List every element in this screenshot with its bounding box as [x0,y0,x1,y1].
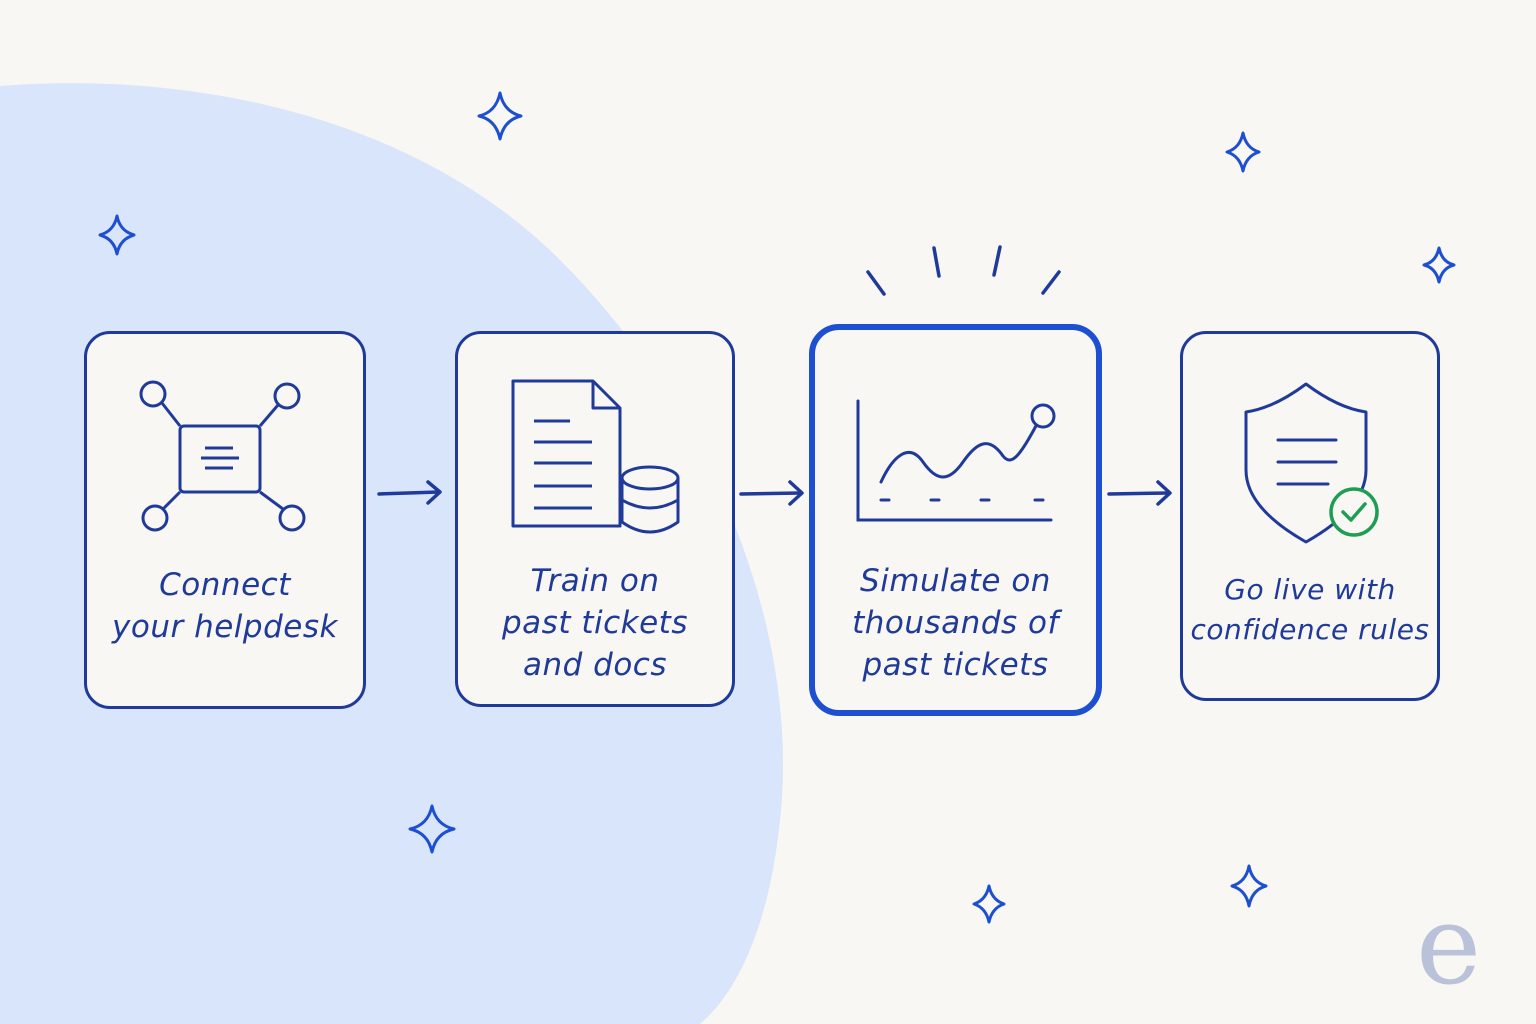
sparkle-icon [408,804,456,854]
sparkle-icon [972,884,1006,924]
sparkle-icon [477,91,523,141]
step-label: Train on past tickets and docs [458,560,732,686]
step-label-line: Connect [159,567,291,603]
sparkle-icon [98,214,136,256]
step-card-connect: Connect your helpdesk [84,331,366,709]
step-label: Go live with confidence rules [1183,570,1437,650]
sparkle-icon [1230,864,1268,908]
arrow-right-icon [739,480,804,506]
step-label-line: confidence rules [1190,613,1430,646]
step-card-train: Train on past tickets and docs [455,331,735,707]
step-label-line: thousands of [852,605,1059,641]
brand-logo: e [1416,881,1482,1009]
step-label-line: Go live with [1224,573,1396,606]
arrow-right-icon [377,480,442,505]
step-card-go-live: Go live with confidence rules [1180,331,1440,701]
network-hub-icon [139,380,306,532]
step-label-line: Train on [530,563,660,599]
step-label: Connect your helpdesk [87,564,363,648]
step-card-simulate: Simulate on thousands of past tickets [809,324,1102,716]
step-label-line: past tickets [862,647,1049,683]
step-label-line: past tickets [502,605,688,641]
sparkle-icon [1225,131,1261,173]
shield-check-icon [1244,382,1379,544]
step-label-line: Simulate on [860,563,1051,599]
step-label-line: your helpdesk [112,609,338,645]
step-label-line: and docs [522,647,667,683]
step-label: Simulate on thousands of past tickets [815,560,1096,686]
arrow-right-icon [1107,480,1172,506]
sparkle-icon [1422,246,1456,284]
line-chart-icon [856,399,1056,522]
document-database-icon [511,379,680,534]
